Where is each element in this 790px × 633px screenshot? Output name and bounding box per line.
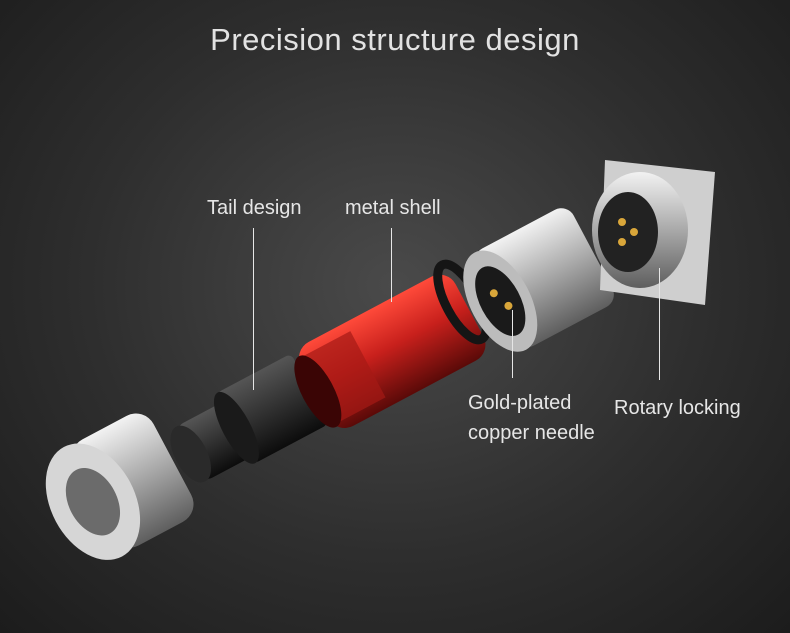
callout-line-tail	[253, 228, 254, 390]
label-copper-needle: copper needle	[468, 422, 595, 444]
label-metal-shell: metal shell	[345, 197, 441, 219]
callout-line-shell	[391, 228, 392, 302]
square-flange-socket	[592, 160, 715, 305]
label-tail-design: Tail design	[207, 197, 302, 219]
label-rotary-locking: Rotary locking	[614, 397, 741, 419]
callout-line-needle	[512, 310, 513, 378]
label-gold-plated: Gold-plated	[468, 392, 572, 414]
coupling-nut	[463, 208, 614, 352]
red-metal-shell	[294, 274, 486, 429]
end-nut	[45, 413, 194, 560]
page-title: Precision structure design	[210, 22, 580, 57]
callout-line-rotary	[659, 268, 660, 380]
